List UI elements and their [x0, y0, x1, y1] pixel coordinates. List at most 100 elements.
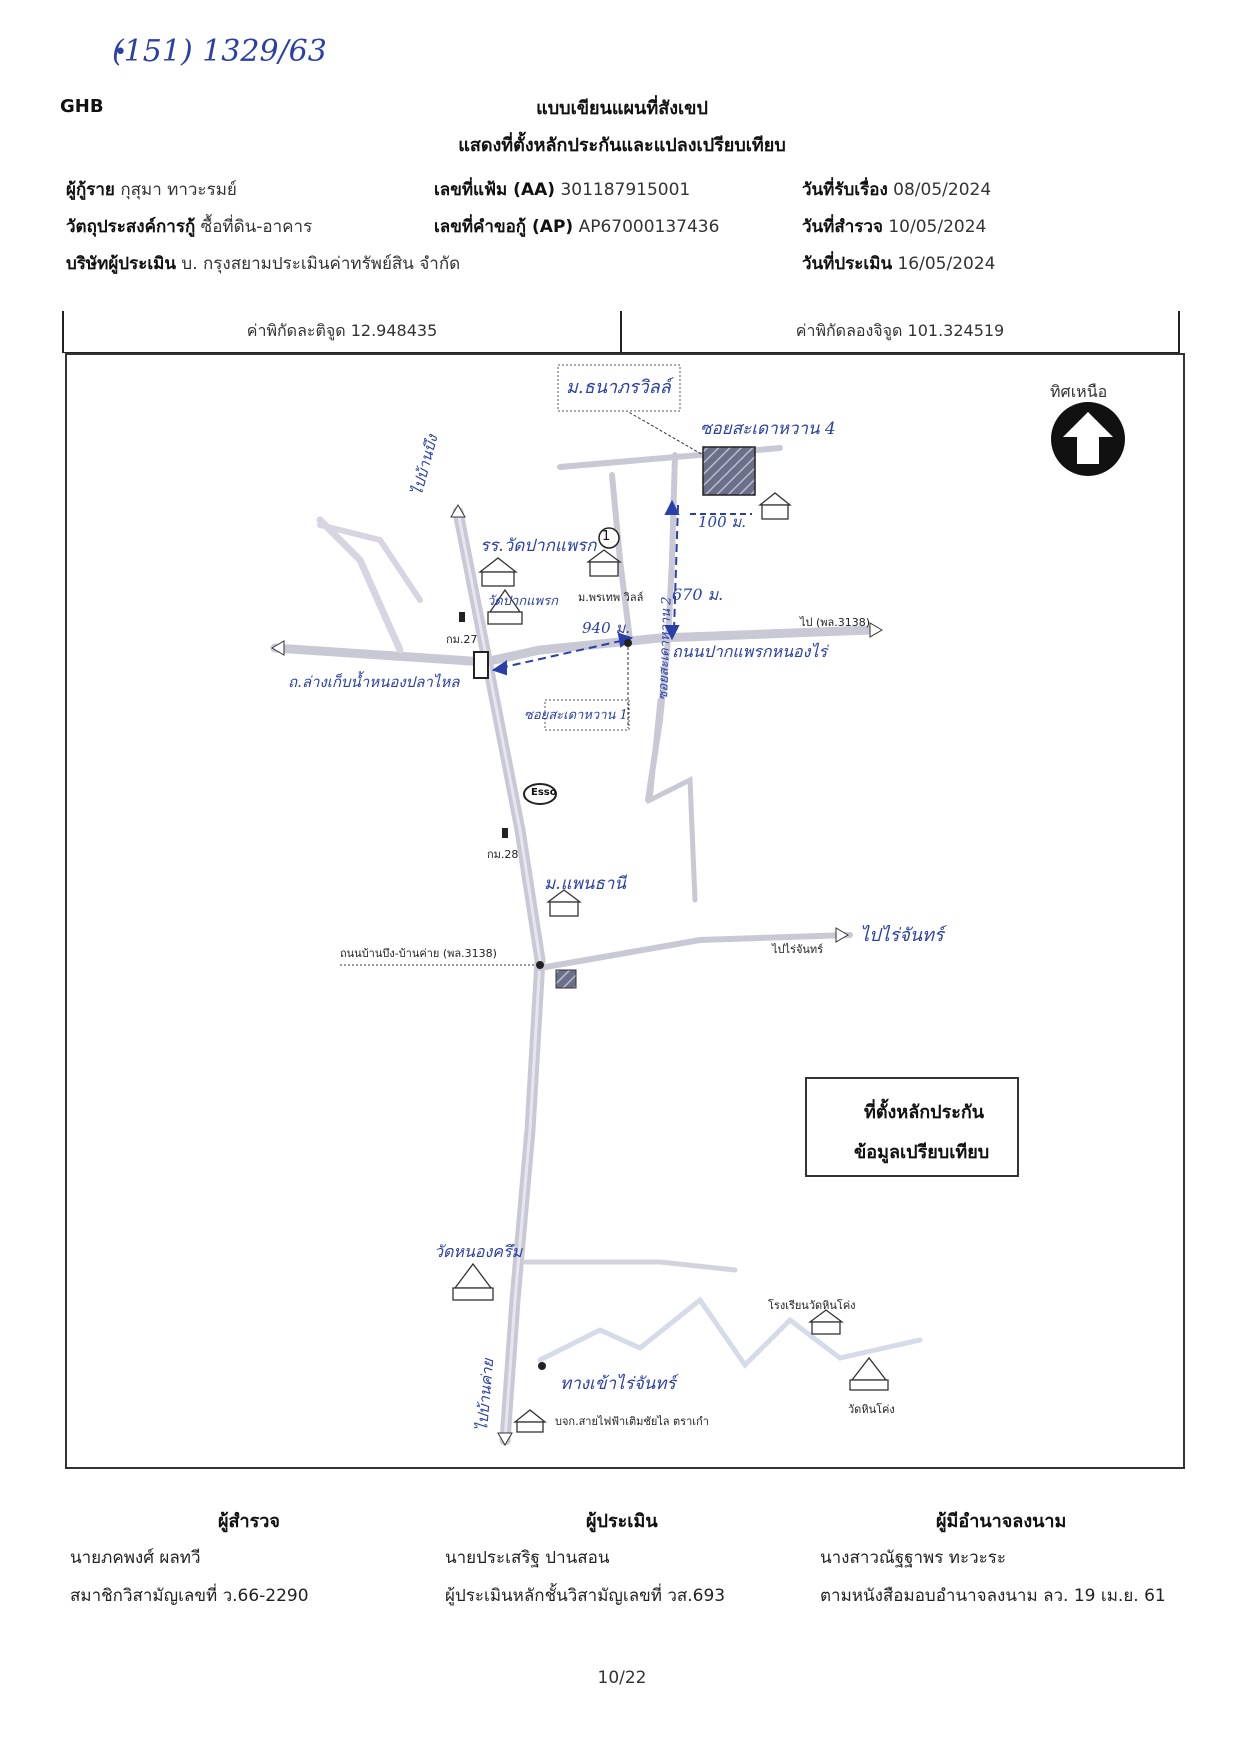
- appraiser-name: นายประเสริฐ ปานสอน: [445, 1548, 610, 1568]
- longitude: ค่าพิกัดลองจิจูด 101.324519: [622, 319, 1178, 344]
- map-frame: [65, 353, 1185, 1469]
- school-bottom-label: โรงเรียนวัดหินโค่ง: [768, 1299, 856, 1312]
- survey-label: วันที่สำรวจ: [802, 217, 883, 237]
- road-3138-east: [537, 932, 853, 971]
- village-phanthanee-label: ม.แพนธานี: [544, 874, 626, 894]
- borrower-row: ผู้กู้ราย กุสุมา ทาวะรมย์: [66, 176, 237, 203]
- coordinate-bottom-rule: [64, 352, 1178, 353]
- to-raichan-hand-label: ไปไร่จันทร์: [860, 925, 944, 946]
- shop-icon-bottom: [513, 1409, 547, 1433]
- village-leader-line: [624, 409, 704, 456]
- collateral-plot: [702, 446, 756, 496]
- esso-logo-icon: [523, 783, 557, 805]
- legend-collateral-label: ที่ตั้งหลักประกัน: [864, 1102, 985, 1123]
- surveyor-title: ผู้สำรวจ: [218, 1511, 280, 1532]
- temple-pakphraek-label: วัดปากแพรก: [487, 594, 558, 609]
- temple-bottom-label: วัดหินโค่ง: [848, 1403, 895, 1416]
- received-row: วันที่รับเรื่อง 08/05/2024: [802, 176, 991, 203]
- company-label: บริษัทผู้ประเมิน: [66, 254, 176, 274]
- arrow-670-head-bottom: [664, 625, 680, 641]
- received-value: 08/05/2024: [893, 180, 992, 200]
- longitude-label: ค่าพิกัดลองจิจูด: [795, 321, 903, 340]
- file-row: เลขที่แฟ้ม (AA) 301187915001: [434, 176, 690, 203]
- shop-label: บจก.สายไฟฟ้าเติมชัยไล ตราเกำ: [555, 1415, 709, 1428]
- purpose-row: วัตถุประสงค์การกู้ ซื้อที่ดิน-อาคาร: [66, 213, 312, 240]
- appraisal-row: วันที่ประเมิน 16/05/2024: [802, 250, 995, 277]
- arrow-to-banbueng-icon: [450, 504, 466, 518]
- school-label: รร.วัดปากแพรก: [480, 536, 597, 556]
- km28-post-icon: [502, 828, 508, 838]
- survey-value: 10/05/2024: [888, 217, 987, 237]
- map-legend: ที่ตั้งหลักประกัน ข้อมูลเปรียบเทียบ: [805, 1077, 1019, 1177]
- survey-row: วันที่สำรวจ 10/05/2024: [802, 213, 986, 240]
- coordinate-divider: [620, 311, 622, 353]
- road-upper-left-curve: [317, 522, 423, 603]
- arrow-670-head-top: [664, 499, 680, 515]
- company-row: บริษัทผู้ประเมิน บ. กรุงสยามประเมินค่าทร…: [66, 250, 460, 277]
- longitude-value: 101.324519: [907, 321, 1005, 340]
- appraiser-title: ผู้ประเมิน: [586, 1511, 658, 1532]
- road-3138-label: ถนนบ้านบึง-บ้านค่าย (พล.3138): [340, 947, 497, 960]
- road-left-branch: [316, 516, 404, 654]
- dist-100-label: 100 ม.: [698, 513, 747, 531]
- request-value: AP67000137436: [578, 217, 720, 237]
- road-left-arc: [365, 1000, 380, 1170]
- temple-nongkhro-label: วัดหนองครึม: [434, 1242, 523, 1261]
- comp-number: 1: [602, 529, 611, 544]
- arrow-940: [499, 639, 626, 669]
- arrow-940-head-left: [491, 660, 507, 676]
- latitude: ค่าพิกัดละติจูด 12.948435: [64, 319, 620, 344]
- soi-top-label: ซอยสะเดาหวาน 4: [700, 419, 836, 439]
- borrower-label: ผู้กู้ราย: [66, 180, 115, 200]
- village-top-label: ม.ธนาภรวิลล์: [566, 377, 671, 398]
- road-lower-zigzag: [537, 1296, 923, 1369]
- house-icon-phanthanee: [546, 889, 582, 917]
- to-left-road-label: ถ.ล่างเก็บน้ำหนองปลาไหล: [288, 673, 460, 691]
- surveyor-id: สมาชิกวิสามัญเลขที่ ว.66-2290: [70, 1586, 309, 1606]
- title-line1: แบบเขียนแผนที่สังเขป: [536, 98, 708, 119]
- direction-arrows: [271, 504, 883, 1446]
- house-icon-comp-near-plot: [758, 492, 792, 520]
- authorized-title: ผู้มีอำนาจลงนาม: [936, 1511, 1067, 1532]
- comparison-circle: [598, 527, 620, 549]
- file-value: 301187915001: [560, 180, 691, 200]
- bullet-dot: •: [114, 40, 127, 65]
- farm-label: ทางเข้าไร่จันทร์: [560, 1374, 676, 1394]
- arrow-to-3138-icon: [869, 622, 883, 638]
- house-icon-group: [452, 492, 889, 1433]
- purpose-label: วัตถุประสงค์การกู้: [66, 217, 196, 237]
- coordinate-bar: ค่าพิกัดละติจูด 12.948435 ค่าพิกัดลองจิจ…: [62, 311, 1180, 353]
- authorized-note: ตามหนังสือมอบอำนาจลงนาม ลว. 19 เม.ย. 61: [820, 1586, 1166, 1606]
- road-left-upper: [540, 650, 550, 960]
- appraisal-label: วันที่ประเมิน: [802, 254, 893, 274]
- dist-940-label: 940 ม.: [582, 619, 631, 637]
- traffic-light-icon: [473, 651, 489, 679]
- arrow-to-raichan-icon: [835, 927, 849, 943]
- company-value: บ. กรุงสยามประเมินค่าทรัพย์สิน จำกัด: [181, 254, 461, 274]
- house-icon-pornthep: [586, 549, 622, 577]
- to-raichan-print-label: ไปไร่จันทร์: [772, 943, 824, 956]
- arrow-to-left-icon: [271, 640, 285, 656]
- handwritten-note: (151) 1329/63: [112, 34, 327, 69]
- km28-label: กม.28: [487, 848, 519, 861]
- borrower-value: กุสุมา ทาวะรมย์: [120, 180, 237, 200]
- latitude-value: 12.948435: [350, 321, 438, 340]
- road-lower-east: [522, 1259, 738, 1273]
- latitude-label: ค่าพิกัดละติจูด: [246, 321, 346, 340]
- collateral-marker-small: [555, 969, 577, 989]
- village-top-box: [557, 364, 681, 412]
- title-line2: แสดงที่ตั้งหลักประกันและแปลงเปรียบเทียบ: [458, 135, 786, 156]
- file-label: เลขที่แฟ้ม (AA): [434, 180, 556, 200]
- arrow-670: [673, 504, 679, 631]
- arrow-to-bankhai-icon: [497, 1432, 513, 1446]
- junction-dot: [624, 639, 632, 647]
- received-label: วันที่รับเรื่อง: [802, 180, 888, 200]
- dist-670-label: 670 ม.: [672, 585, 724, 604]
- soi1-label-box: [544, 699, 630, 731]
- soi-sadao2-label: ซอยสะเดาหวาน 2: [655, 596, 675, 701]
- north-arrow-icon: [1051, 402, 1125, 476]
- esso-label: Esso: [531, 787, 557, 798]
- school-icon-bottom: [808, 1309, 844, 1335]
- km27-post-icon: [459, 612, 465, 622]
